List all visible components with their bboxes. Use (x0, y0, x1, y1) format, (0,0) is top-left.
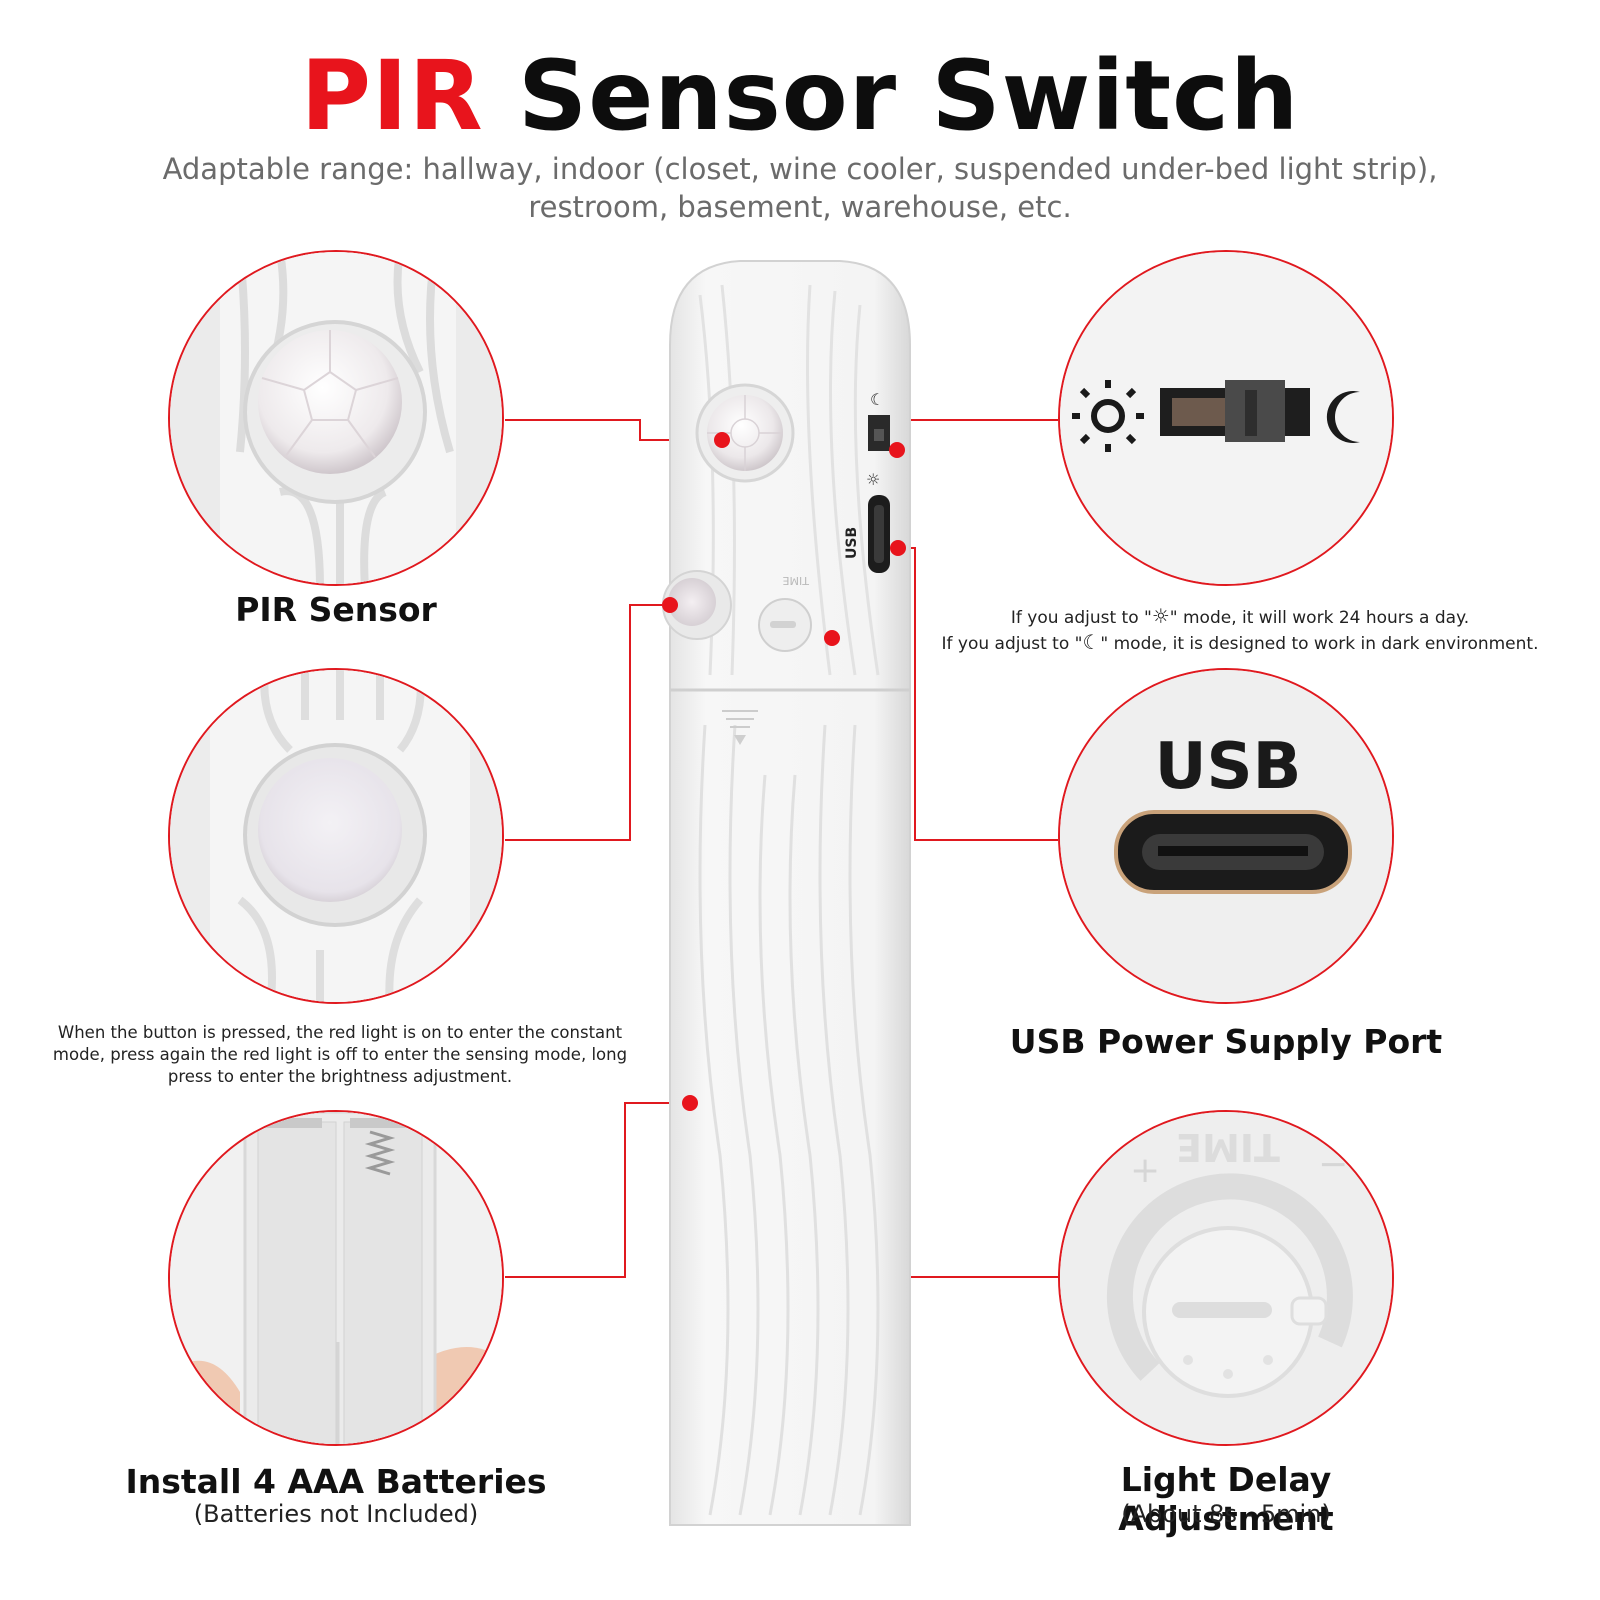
subtitle-line-1: Adaptable range: hallway, indoor (closet… (162, 152, 1438, 186)
battery-dot (682, 1095, 698, 1111)
usb-port-zoom-circle: USB (1058, 668, 1394, 1004)
connector-button (505, 604, 670, 841)
dial-time-label: TIME (783, 574, 810, 587)
sun-icon (1072, 380, 1144, 452)
delay-zoom-circle: TIME + − (1058, 1110, 1394, 1446)
button-dot (662, 597, 678, 613)
mode-note-moon: If you adjust to "☾" mode, it is designe… (941, 630, 1539, 654)
connector-switch (897, 419, 1058, 451)
subtitle-line-2: restroom, basement, warehouse, etc. (528, 190, 1072, 224)
pir-dot (714, 432, 730, 448)
connector-battery (505, 1102, 690, 1278)
battery-zoom-circle (168, 1110, 504, 1446)
title-highlight: PIR (300, 40, 484, 152)
delay-label: Light Delay Adjustment (1118, 1460, 1334, 1538)
moon-icon: ☾ (1082, 630, 1101, 654)
delay-dot (824, 630, 840, 646)
pir-sensor-label: PIR Sensor (235, 590, 437, 629)
usb-dot (890, 540, 906, 556)
moon-icon (1326, 391, 1360, 443)
mode-switch-note: If you adjust to "☼" mode, it will work … (900, 604, 1580, 656)
page-subtitle: Adaptable range: hallway, indoor (closet… (100, 150, 1500, 226)
switch-dot (889, 442, 905, 458)
battery-sublabel: (Batteries not Included) (193, 1500, 479, 1528)
delay-sublabel: (About 8s - 5min) (1121, 1500, 1331, 1528)
sun-icon: ☼ (1151, 604, 1170, 628)
mode-switch-zoom-circle (1058, 250, 1394, 586)
device-usb-label: USB (844, 527, 860, 559)
svg-text:☾: ☾ (870, 390, 884, 409)
connector-usb (898, 547, 1058, 841)
button-zoom-circle (168, 668, 504, 1004)
pir-sensor-zoom-circle (168, 250, 504, 586)
title-rest: Sensor Switch (518, 40, 1300, 152)
page-title: PIR Sensor Switch (0, 48, 1600, 144)
svg-text:+: + (1130, 1150, 1160, 1191)
svg-text:☼: ☼ (866, 470, 880, 489)
dial-text: TIME (1176, 1125, 1280, 1169)
mode-note-sun: If you adjust to "☼" mode, it will work … (1010, 604, 1470, 628)
usb-circle-text: USB (1155, 730, 1302, 804)
sensor-device: TIME ☾ ☼ USB (662, 260, 911, 1526)
usb-port-label: USB Power Supply Port (1009, 1022, 1443, 1061)
button-note: When the button is pressed, the red ligh… (52, 1023, 628, 1086)
battery-label: Install 4 AAA Batteries (125, 1462, 547, 1501)
